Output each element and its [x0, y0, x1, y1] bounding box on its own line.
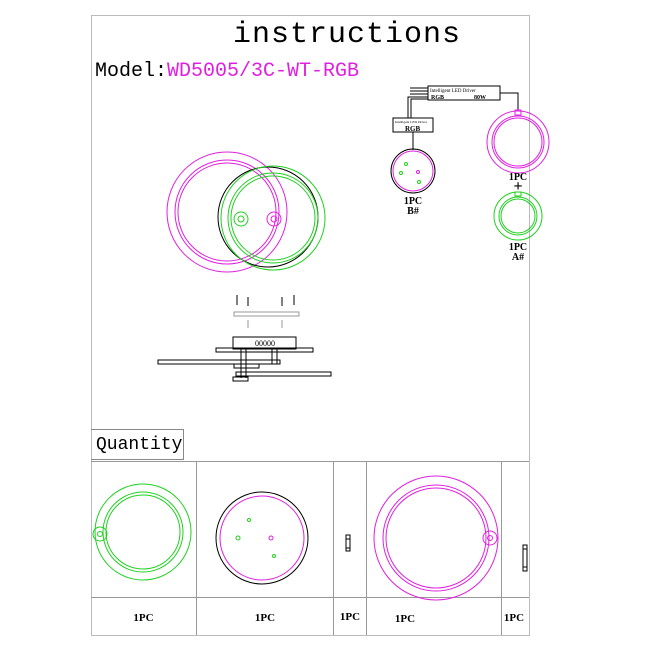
qty-cell-2: 1PC — [254, 612, 276, 624]
part-magenta-ring — [373, 475, 499, 601]
qty-cell-5: 1PC — [503, 612, 525, 624]
part-screw-1 — [345, 534, 351, 552]
page-border — [91, 15, 530, 636]
page-title: instructions — [233, 18, 462, 52]
plus-sign: + — [513, 178, 523, 195]
part-b-id: B# — [407, 206, 419, 217]
driver-main-name: Intelligent LED Driver — [430, 89, 476, 94]
model-value: WD5005/3C-WT-RGB — [167, 60, 360, 83]
qty-cell-1: 1PC — [133, 612, 154, 624]
svg-text:00000: 00000 — [255, 339, 275, 348]
driver-main-left: RGB — [431, 95, 444, 101]
driver-small-label: RGB — [405, 125, 421, 133]
qty-cell-4: 1PC — [394, 613, 416, 625]
part-a-qty: 1PC — [508, 242, 528, 253]
assembly-top-view — [166, 151, 326, 273]
driver-small-name: Intelligent LED Driver — [395, 120, 428, 124]
top-ring-qty: 1PC — [508, 172, 528, 183]
part-green-ring — [92, 483, 192, 581]
part-screw-2 — [522, 544, 528, 572]
model-label: Model: — [95, 60, 168, 83]
part-b-qty: 1PC — [403, 196, 423, 207]
part-center-disc — [215, 491, 309, 585]
driver-main-right: 80W — [474, 95, 486, 101]
wiring-diagram: Intelligent LED Driver RGB 80W Intellige… — [390, 85, 550, 241]
quantity-table-grid — [91, 461, 529, 635]
model-line: Model:WD5005/3C-WT-RGB — [95, 60, 359, 83]
assembly-side-view: 00000 — [157, 295, 332, 382]
qty-cell-3: 1PC — [339, 611, 361, 623]
quantity-heading: Quantity — [91, 429, 184, 460]
part-a-id: A# — [511, 252, 525, 263]
